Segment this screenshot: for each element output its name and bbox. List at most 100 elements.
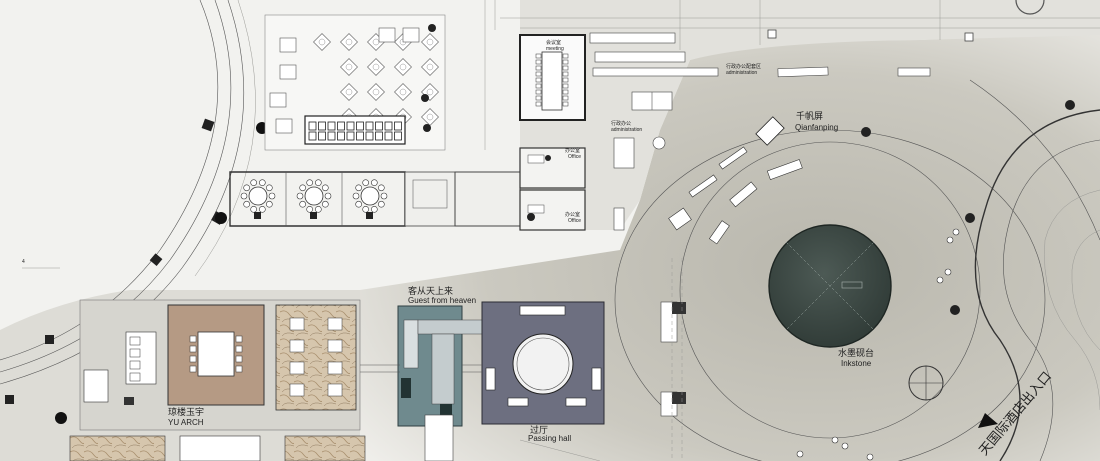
office-b-label-en: Office — [568, 218, 581, 224]
meeting-chair — [562, 71, 569, 77]
column-round — [55, 412, 67, 424]
yu-chair — [189, 345, 197, 353]
table-center — [426, 113, 434, 121]
round-table-chair — [268, 192, 276, 200]
stage-seats — [308, 121, 402, 141]
meeting-chair — [535, 77, 542, 83]
qianfanping-screens — [668, 116, 803, 245]
stage-seat — [384, 131, 393, 141]
meeting-chair — [562, 95, 569, 101]
admin-mid-label-cn: 行政办公 — [611, 120, 631, 127]
stage-seat — [337, 131, 345, 141]
round-table-chair — [315, 179, 322, 186]
meeting-chair — [535, 101, 542, 107]
side-table — [275, 118, 293, 134]
lobby-seating — [796, 228, 960, 461]
yu-arch-restaurant — [69, 299, 366, 461]
stage-seat — [356, 131, 364, 141]
banquet-table-grid — [269, 24, 439, 134]
meeting-label-cn: 会议室 — [546, 39, 561, 46]
yu-chair — [235, 345, 243, 353]
column — [149, 253, 163, 267]
stage-seat — [365, 121, 374, 131]
marble-room-chair — [289, 317, 305, 331]
table-center — [399, 63, 407, 71]
meeting-room: 会议室 meeting — [519, 34, 586, 121]
column — [45, 335, 54, 344]
stage-seat — [375, 121, 383, 131]
grid-marker-label: 4 — [22, 259, 25, 265]
round-table-chair — [250, 206, 257, 213]
table-top — [340, 58, 358, 76]
table-center — [399, 88, 407, 96]
round-table-chair — [371, 179, 378, 186]
booth-seat — [129, 336, 141, 346]
meeting-chair — [535, 83, 542, 89]
round-table-chair — [324, 192, 332, 200]
column — [201, 118, 215, 132]
round-table-chair — [355, 184, 362, 192]
table-center — [345, 63, 353, 71]
meeting-chair — [562, 77, 569, 83]
yu-chair — [235, 365, 243, 373]
side-table — [378, 27, 396, 43]
table-top — [340, 83, 358, 101]
passing-hall-label-en: Passing hall — [528, 434, 571, 443]
table-center — [426, 38, 434, 46]
inkstone-label-cn: 水墨砚台 — [838, 347, 874, 359]
table-center — [318, 38, 326, 46]
banquet-hall — [264, 14, 446, 151]
office-a-label-en: Office — [568, 154, 581, 160]
plant-pot — [428, 24, 436, 32]
round-table-chair — [299, 200, 306, 208]
admin-mid-label-en: administration — [611, 127, 642, 133]
table-top — [421, 108, 439, 126]
round-table — [352, 179, 388, 219]
stage-seat — [318, 121, 326, 131]
table-center — [426, 63, 434, 71]
yu-chair — [189, 365, 197, 373]
round-table — [296, 179, 332, 219]
admin-top-label-en: administration — [726, 70, 757, 76]
round-table — [240, 179, 276, 219]
meeting-chair — [562, 65, 569, 71]
passing-hall-room — [481, 301, 605, 425]
office-a-label-cn: 办公室 — [565, 147, 580, 154]
banquet-table — [421, 108, 439, 126]
meeting-chair — [562, 59, 569, 65]
dining-cabinet — [254, 212, 261, 219]
marble-room-chair — [327, 317, 343, 331]
meeting-label-en: meeting — [546, 46, 564, 52]
stage-seat — [337, 121, 345, 131]
stage-seat — [327, 121, 336, 131]
dining-cabinet — [310, 212, 317, 219]
round-table-chair — [306, 206, 313, 213]
stage-seat — [318, 131, 326, 141]
marble-room-chair — [289, 361, 305, 375]
round-table-chair — [243, 200, 250, 208]
round-table-top — [248, 186, 268, 206]
office-b-label-cn: 办公室 — [565, 211, 580, 218]
round-table-top — [304, 186, 324, 206]
guest-label-cn: 客从天上来 — [408, 285, 453, 297]
column — [5, 395, 14, 404]
private-dining-rooms — [229, 171, 521, 227]
qianfanping-label-en: Qianfanping — [795, 123, 838, 132]
side-table — [402, 27, 420, 43]
meeting-chair — [535, 71, 542, 77]
table-top — [340, 33, 358, 51]
dining-cabinet — [366, 212, 373, 219]
stage-seat — [346, 131, 355, 141]
offices: 办公室 Office 办公室 Office — [519, 147, 586, 231]
booth-seat — [129, 348, 141, 358]
round-table-chair — [362, 206, 369, 213]
round-table-chair — [243, 184, 250, 192]
stage-seat — [356, 121, 364, 131]
qianfanping-label-cn: 千帆屏 — [796, 110, 823, 122]
table-top — [394, 83, 412, 101]
table-top — [421, 58, 439, 76]
round-table-chair — [362, 179, 369, 186]
banquet-table — [394, 83, 412, 101]
meeting-chair — [535, 59, 542, 65]
